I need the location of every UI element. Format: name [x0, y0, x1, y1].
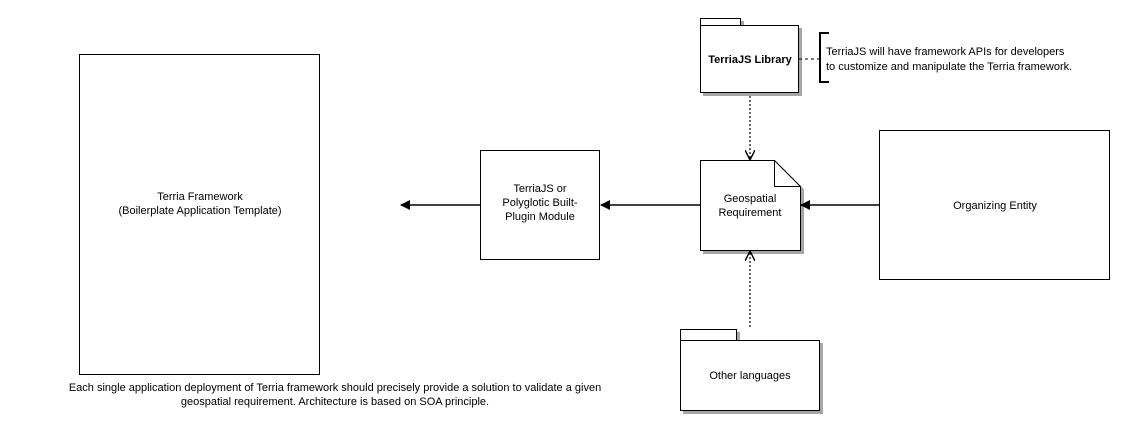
library-label: TerriaJS Library: [708, 54, 792, 66]
plugin-line-1: TerriaJS or: [513, 183, 567, 195]
caption-line-2: geospatial requirement. Architecture is …: [181, 396, 489, 408]
geo-line-1: Geospatial: [724, 193, 777, 205]
plugin-module-box: TerriaJS or Polyglotic Built- Plugin Mod…: [480, 150, 600, 260]
framework-title: Terria Framework: [157, 191, 243, 203]
caption-line-1: Each single application deployment of Te…: [69, 382, 601, 394]
geospatial-requirement-document: Geospatial Requirement: [700, 160, 801, 251]
other-languages-label: Other languages: [709, 370, 791, 382]
plugin-line-2: Polyglotic Built-: [502, 197, 578, 209]
terria-framework-box: Terria Framework (Boilerplate Applicatio…: [79, 54, 320, 375]
terriajs-library-package: [700, 18, 799, 93]
caption: Each single application deployment of Te…: [69, 382, 601, 408]
note-line-2: to customize and manipulate the Terria f…: [826, 61, 1072, 73]
organizing-entity-box: Organizing Entity: [879, 130, 1110, 280]
library-note-annotation: TerriaJS will have framework APIs for de…: [799, 32, 1072, 83]
framework-subtitle: (Boilerplate Application Template): [118, 205, 281, 217]
geo-line-2: Requirement: [719, 207, 782, 219]
other-languages-package: [680, 329, 820, 411]
plugin-line-3: Plugin Module: [505, 211, 575, 223]
note-line-1: TerriaJS will have framework APIs for de…: [826, 46, 1065, 58]
entity-label: Organizing Entity: [953, 200, 1037, 212]
